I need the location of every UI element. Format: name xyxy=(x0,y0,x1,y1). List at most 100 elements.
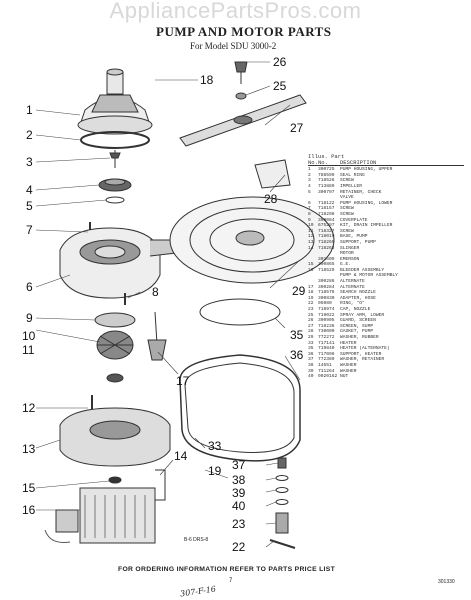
callout-17: 17 xyxy=(176,374,190,388)
callout-40: 40 xyxy=(232,499,246,513)
col-header-illus-no: No. xyxy=(308,158,318,166)
description-cell: SCREW xyxy=(340,178,354,184)
callout-38: 38 xyxy=(232,473,246,487)
part-no-cell: 301509 xyxy=(318,256,335,262)
description-cell: BLEEDER ASSEMBLY xyxy=(340,267,385,273)
part-no-cell: 718263 xyxy=(318,245,335,251)
part-no-cell: 772389 xyxy=(318,357,335,363)
callout-37: 37 xyxy=(232,458,246,472)
col-header-description: DESCRIPTION xyxy=(340,159,377,166)
bracket xyxy=(155,469,166,501)
illus-no-cell: 15 xyxy=(308,262,314,268)
screw-3 xyxy=(109,150,121,168)
part-no-cell: 718529 xyxy=(318,267,335,273)
callout-14: 14 xyxy=(174,449,188,463)
part-no-cell: 14551 xyxy=(318,362,332,368)
callout-33: 33 xyxy=(208,439,222,453)
watermark: AppliancePartsPros.com xyxy=(109,0,362,23)
callout-29: 29 xyxy=(292,284,306,298)
description-cell: IMPELLER xyxy=(340,183,363,189)
description-cell: SCREW xyxy=(340,228,354,234)
callout-26: 26 xyxy=(273,55,287,69)
table-body: 1 300725 PUMP HOUSING, UPPER 2 788599 SEAL RI… xyxy=(308,167,464,380)
callout-25: 25 xyxy=(273,79,287,93)
part-no-cell: 772272 xyxy=(318,335,335,340)
description-cell: CAP, NOZZLE xyxy=(340,307,371,313)
description-cell: SCREW xyxy=(340,211,354,217)
description-cell: PUMP HOUSING, UPPER xyxy=(340,167,393,173)
illus-no-cell: 17 xyxy=(308,284,314,290)
callout-16: 16 xyxy=(22,503,36,517)
part-no-cell: 300865 xyxy=(318,262,335,268)
description-cell: VALVE xyxy=(340,195,354,201)
description-cell: SPRAY ARM, LOWER xyxy=(340,312,385,318)
motor xyxy=(44,487,156,544)
description-cell: WASHER, RETAINER xyxy=(340,357,385,363)
illus-no-cell: 14 xyxy=(308,245,314,251)
description-cell: G.E. xyxy=(340,262,352,268)
part-no-cell: 719840 xyxy=(318,346,335,352)
part-no-cell: 713889 xyxy=(318,183,335,189)
illus-no-cell: 19 xyxy=(308,295,314,301)
table-row: PUMP & MOTOR ASSEMBLY xyxy=(308,273,464,279)
part-no-cell: 300284 xyxy=(318,284,335,290)
description-cell: GUARD, SCREEN xyxy=(340,318,376,324)
illus-no-cell: 13 xyxy=(308,239,314,245)
illus-no-cell: 5 xyxy=(308,189,311,195)
description-cell: SEAL RING xyxy=(340,172,365,178)
callout-15: 15 xyxy=(22,481,36,495)
description-cell: PUMP HOUSING, LOWER xyxy=(340,200,393,206)
callout-4: 4 xyxy=(26,183,33,197)
illus-no-cell: 2 xyxy=(308,172,311,178)
upper-pump-housing xyxy=(77,68,153,135)
table-header-row: No. No. DESCRIPTION xyxy=(308,158,464,167)
callout-10: 10 xyxy=(22,329,36,343)
part-no-cell: 300286 xyxy=(318,279,335,285)
callout-22: 22 xyxy=(232,540,246,554)
description-cell: SCREW xyxy=(340,206,354,212)
pump-support xyxy=(59,407,171,467)
description-cell: HEATER (ALTERNATE) xyxy=(340,346,390,352)
illus-no-cell: 1 xyxy=(308,167,311,173)
description-cell: BASE, PUMP xyxy=(340,234,368,240)
callout-39: 39 xyxy=(232,486,246,500)
illus-no-cell: 26 xyxy=(308,318,314,324)
table-row: 1 300725 PUMP HOUSING, UPPER xyxy=(308,167,464,173)
figure-code: B-6 DRS-8 xyxy=(184,537,209,543)
retainer xyxy=(105,196,125,204)
description-cell: KIT, DRAIN IMPELLER xyxy=(340,223,393,229)
part-no-cell: 300725 xyxy=(318,167,335,173)
description-cell: RETAINER, CHECK xyxy=(340,189,382,195)
part-no-cell: 95080 xyxy=(318,301,332,307)
illus-no-cell: 28 xyxy=(308,329,314,335)
ordering-note: FOR ORDERING INFORMATION REFER TO PARTS … xyxy=(118,566,336,573)
illus-no-cell: 29 xyxy=(308,335,314,340)
table-row: 15 300865 G.E. xyxy=(308,262,464,268)
part-no-cell: 788599 xyxy=(318,172,335,178)
illus-no-cell: 3 xyxy=(308,178,311,184)
description-cell: NUT xyxy=(340,374,349,380)
illus-no-cell: 22 xyxy=(308,301,314,307)
part-no-cell: 300084 xyxy=(318,217,335,223)
description-cell: COVERPLATE xyxy=(340,217,368,223)
illus-no-cell: 40 xyxy=(308,374,314,380)
description-cell: MOTOR xyxy=(340,251,354,257)
